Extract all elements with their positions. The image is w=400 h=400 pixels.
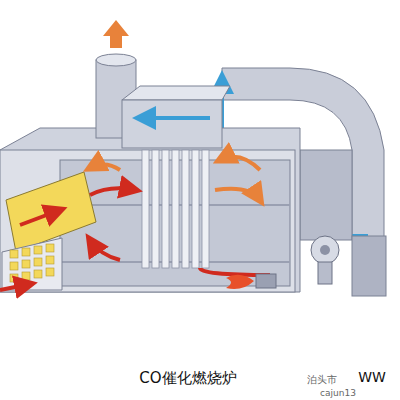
watermark: 泊头市: [307, 373, 337, 387]
watermark: WW: [358, 369, 386, 385]
watermark: cajun13: [320, 388, 356, 398]
caption: CO催化燃烧炉: [139, 369, 236, 388]
